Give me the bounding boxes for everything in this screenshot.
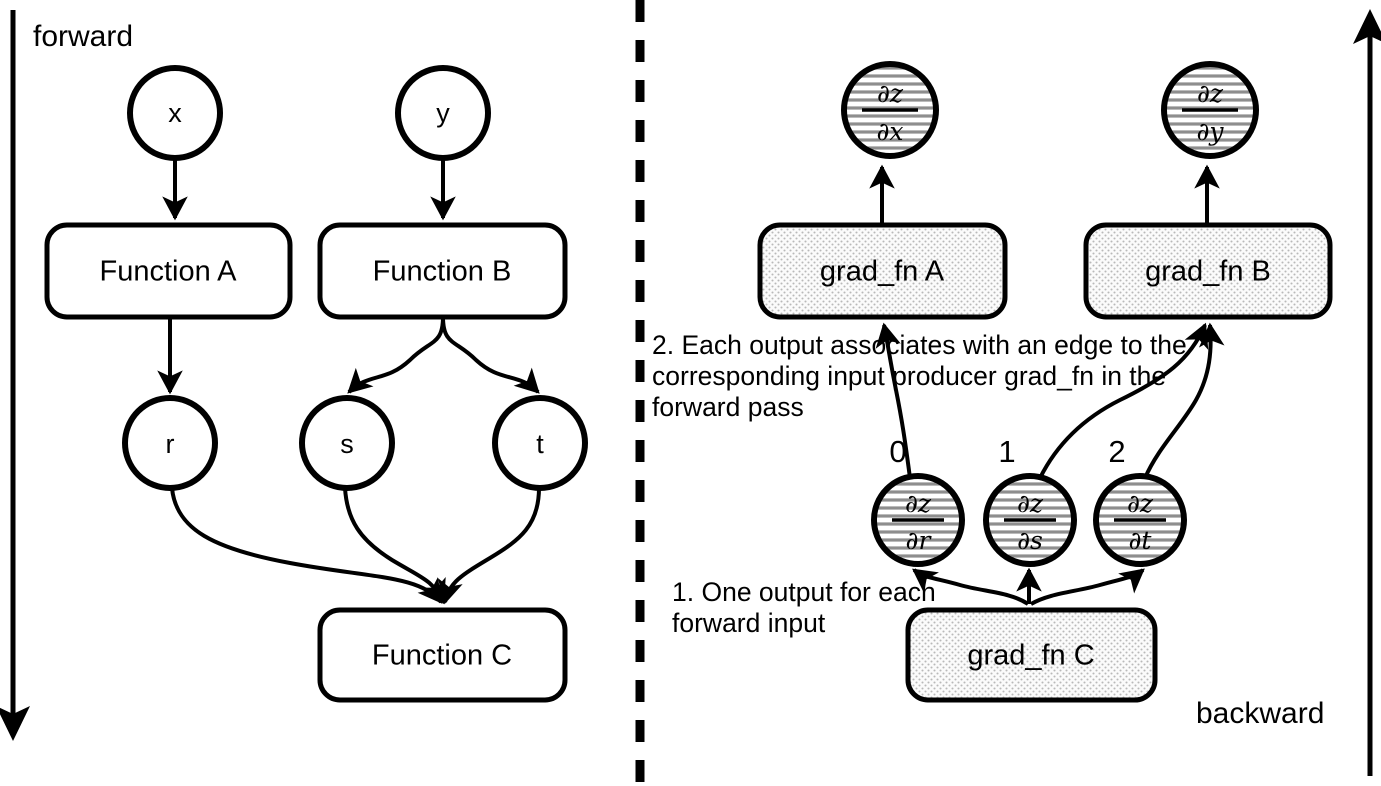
forward-edges <box>157 158 541 605</box>
edge-dz-dt-to-grad-fn-b <box>1143 322 1225 479</box>
grad-fn-b-box[interactable] <box>1083 222 1333 320</box>
edge-s-to-fn-c <box>343 487 446 605</box>
fn-c-box[interactable] <box>317 607 568 703</box>
fn-a-node[interactable]: Function A <box>44 222 293 320</box>
grad-dz-dr-numerator: ∂z <box>905 489 932 518</box>
var-x-node[interactable]: x <box>127 65 223 161</box>
fn-b-node[interactable]: Function B <box>317 222 568 320</box>
grad-dz-dy-numerator: ∂z <box>1197 79 1224 108</box>
annotation-2-line-3: forward pass <box>652 392 804 422</box>
grad-dz-dt-denominator: ∂t <box>1129 526 1153 555</box>
fn-c-label: Function C <box>372 640 512 672</box>
var-t-node[interactable]: t <box>492 395 588 491</box>
grad-fn-a-node[interactable]: grad_fn A <box>757 222 1008 320</box>
annotation-2-line-2: corresponding input producer grad_fn in … <box>652 361 1167 391</box>
grad-dz-dy-denominator: ∂y <box>1196 117 1224 146</box>
fn-b-box[interactable] <box>317 222 568 320</box>
grad-dz-dr-node[interactable]: ∂z ∂r 0 <box>871 434 965 567</box>
edge-dz-dr-to-grad-fn-a <box>875 322 912 479</box>
var-s-circle[interactable] <box>299 395 395 491</box>
grad-fn-a-box[interactable] <box>757 222 1008 320</box>
grad-dz-dx-node[interactable]: ∂z ∂x <box>841 61 939 159</box>
grad-dz-dt-node[interactable]: ∂z ∂t 2 <box>1093 434 1187 567</box>
grad-dz-dr-denominator: ∂r <box>906 526 933 555</box>
fn-a-label: Function A <box>99 256 237 288</box>
grad-dz-dt-numerator: ∂z <box>1127 489 1154 518</box>
edge-r-to-fn-c <box>170 487 443 604</box>
var-y-label: y <box>436 98 450 128</box>
var-r-node[interactable]: r <box>122 395 218 491</box>
var-y-node[interactable]: y <box>395 65 491 161</box>
var-s-label: s <box>340 429 354 459</box>
grad-output-index-0: 0 <box>889 434 906 469</box>
grad-dz-dy-node[interactable]: ∂z ∂y <box>1161 61 1259 159</box>
annotation-2: 2. Each output associates with an edge t… <box>652 330 1187 423</box>
grad-output-index-2: 2 <box>1108 434 1125 469</box>
grad-dz-dx-numerator: ∂z <box>877 79 904 108</box>
forward-label: forward <box>33 20 134 53</box>
edge-fn-b-to-s <box>347 316 445 394</box>
var-t-label: t <box>536 429 544 459</box>
grad-dz-ds-denominator: ∂s <box>1017 526 1043 555</box>
grad-dz-dx-denominator: ∂x <box>876 117 903 146</box>
backward-edges <box>869 164 1225 606</box>
grad-fn-c-node[interactable]: grad_fn C <box>905 607 1158 703</box>
fn-c-node[interactable]: Function C <box>317 607 568 703</box>
var-r-label: r <box>166 429 175 459</box>
grad-output-index-1: 1 <box>998 434 1015 469</box>
backward-label: backward <box>1196 697 1325 730</box>
fn-b-label: Function B <box>373 256 512 288</box>
edge-fn-b-to-t <box>441 316 540 394</box>
annotation-1: 1. One output for each forward input <box>672 577 936 639</box>
var-t-circle[interactable] <box>492 395 588 491</box>
grad-fn-b-node[interactable]: grad_fn B <box>1083 222 1333 320</box>
var-s-node[interactable]: s <box>299 395 395 491</box>
var-y-circle[interactable] <box>395 65 491 161</box>
annotation-2-line-1: 2. Each output associates with an edge t… <box>652 330 1187 360</box>
grad-dz-ds-numerator: ∂z <box>1017 489 1044 518</box>
edge-dz-ds-to-grad-fn-b <box>1038 322 1209 479</box>
grad-fn-c-label: grad_fn C <box>967 640 1094 672</box>
grad-dz-ds-node[interactable]: ∂z ∂s 1 <box>983 434 1077 567</box>
grad-fn-b-label: grad_fn B <box>1145 256 1271 288</box>
edge-t-to-fn-c <box>437 487 541 605</box>
edge-grad-fn-c-to-dz-dr <box>912 568 1030 606</box>
edge-grad-fn-c-to-dz-dt <box>1029 568 1145 606</box>
var-x-label: x <box>168 98 182 128</box>
annotation-1-line-2: forward input <box>672 608 826 638</box>
fn-a-box[interactable] <box>44 222 293 320</box>
var-r-circle[interactable] <box>122 395 218 491</box>
grad-fn-c-box[interactable] <box>905 607 1158 703</box>
grad-fn-a-label: grad_fn A <box>820 256 945 288</box>
var-x-circle[interactable] <box>127 65 223 161</box>
annotation-1-line-1: 1. One output for each <box>672 577 936 607</box>
